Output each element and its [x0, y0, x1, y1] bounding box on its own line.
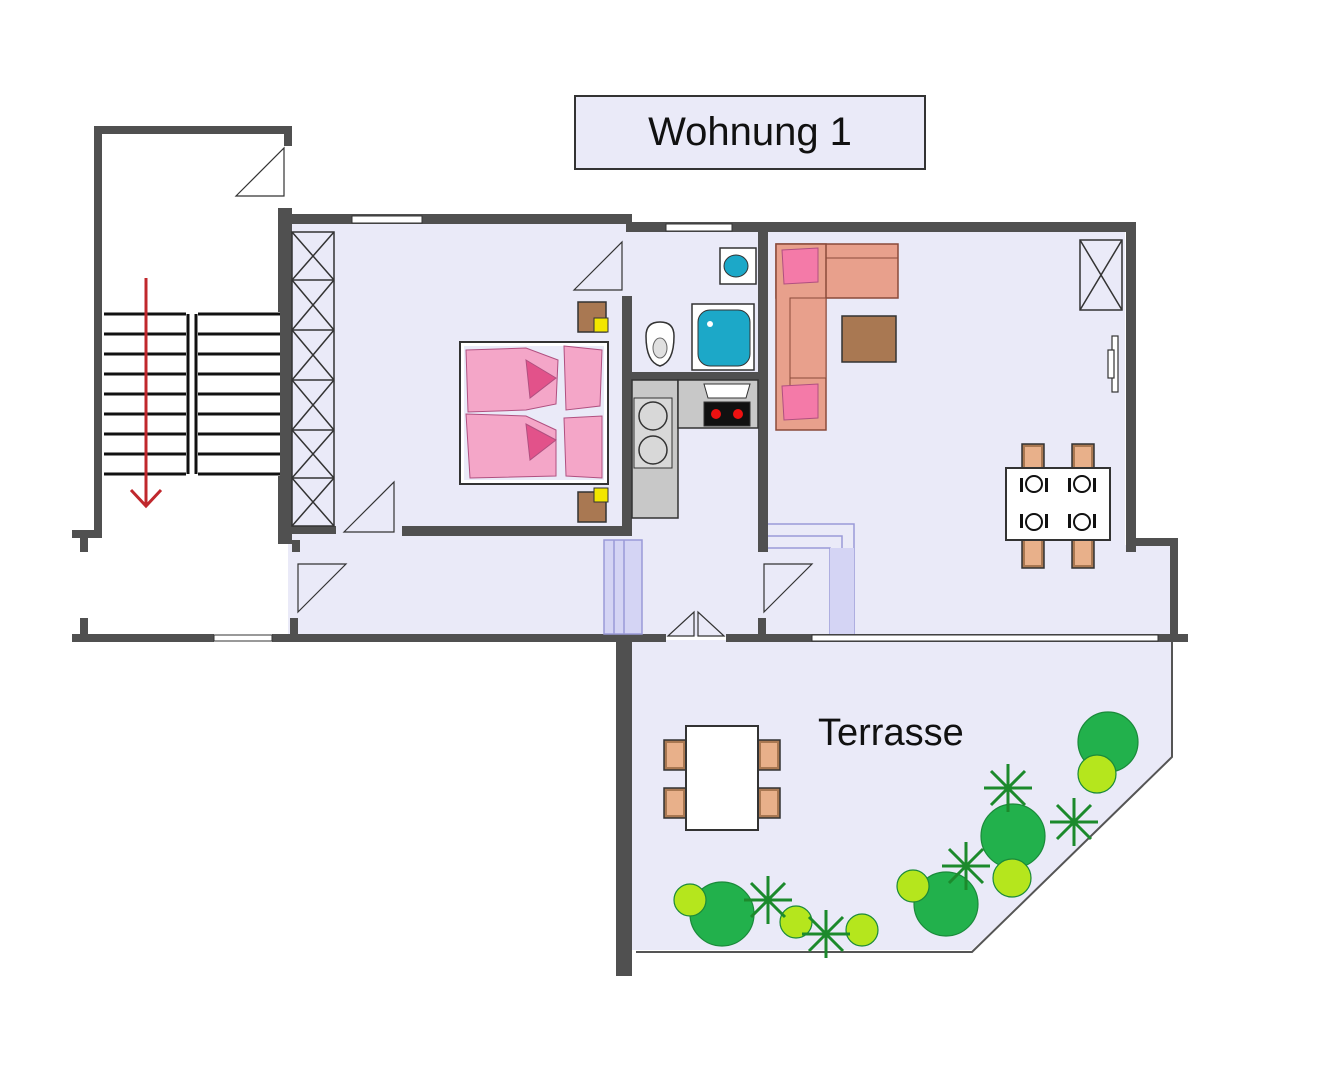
terrace-floor [632, 640, 1172, 950]
plan-title: Wohnung 1 [648, 110, 852, 154]
floor-area [288, 224, 1175, 950]
cabinet [1079, 239, 1123, 311]
star-plants [744, 764, 1098, 958]
dining-table [1005, 443, 1111, 569]
terrace-table [663, 725, 781, 831]
bathroom-fixtures [645, 247, 757, 371]
double-bed [459, 341, 609, 485]
staircase [104, 312, 280, 476]
title-box: Wohnung 1 [574, 95, 926, 170]
plants [673, 711, 1139, 947]
terrace-label: Terrasse [818, 712, 964, 754]
corner-sofa [775, 243, 899, 431]
windows [213, 215, 1159, 642]
nightstands [577, 301, 609, 523]
doors [234, 146, 814, 637]
kitchen-counter [631, 379, 759, 519]
coffee-table [841, 315, 897, 363]
terrace-railing [636, 642, 1173, 953]
entry-mat [603, 523, 855, 635]
stair-arrow-icon [129, 278, 163, 509]
radiator [1107, 335, 1119, 393]
wardrobe [291, 231, 335, 527]
